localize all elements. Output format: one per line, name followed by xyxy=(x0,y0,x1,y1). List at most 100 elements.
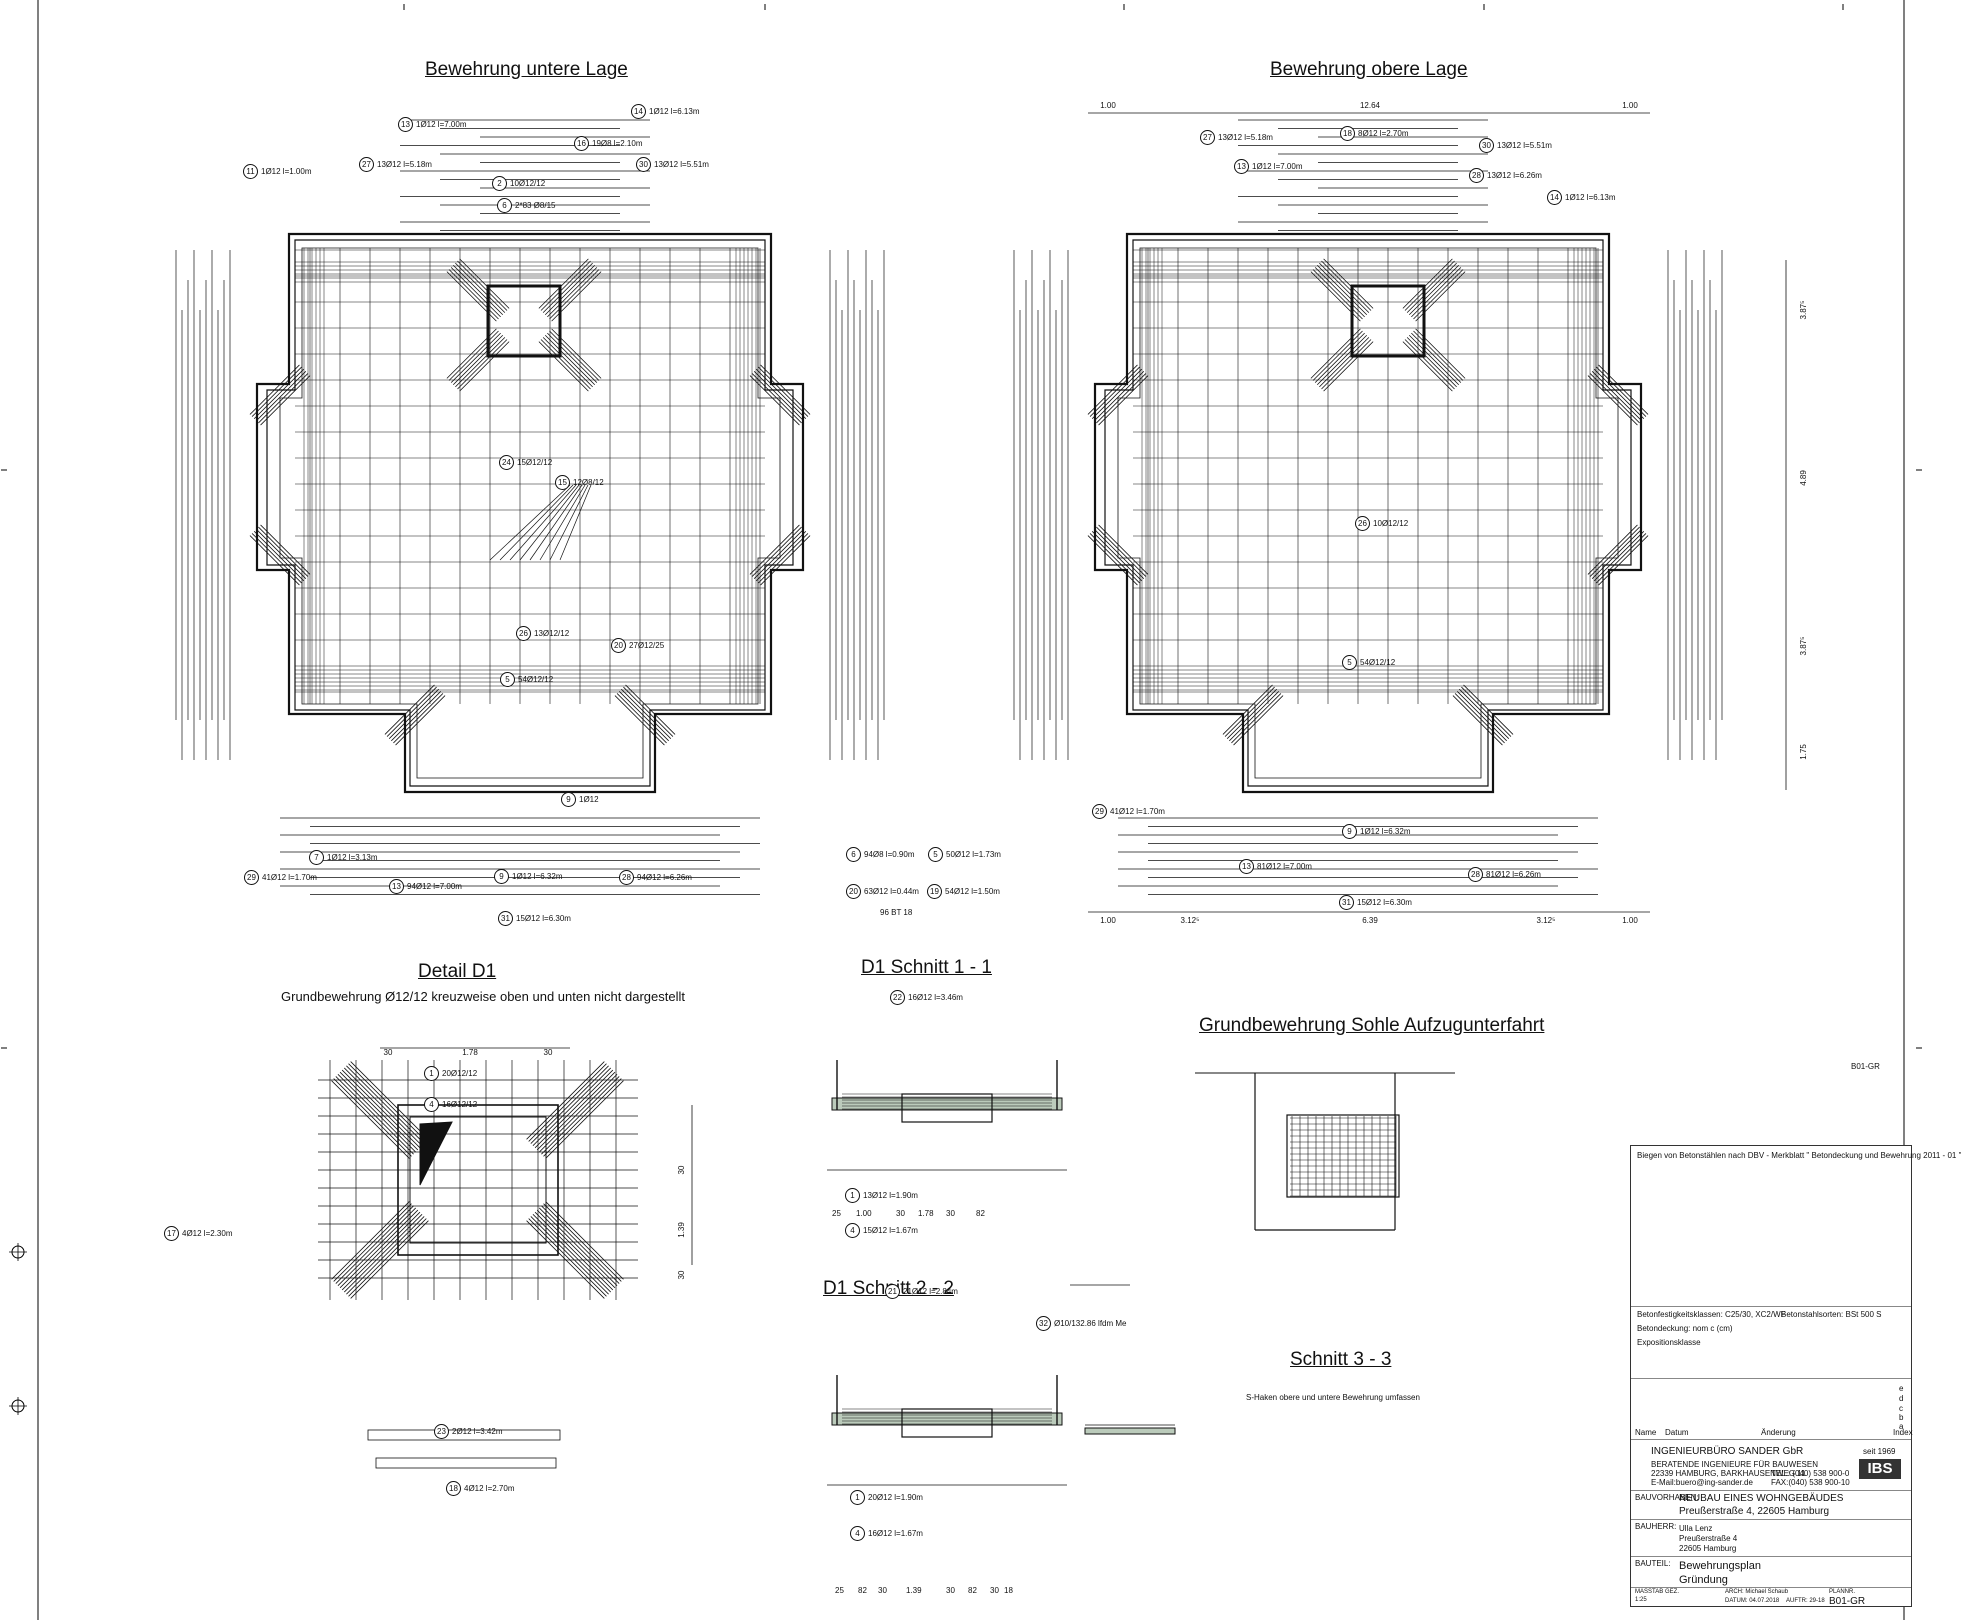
diagonal-bar xyxy=(1312,330,1363,381)
bar-text: 8Ø12 l=2.70m xyxy=(1358,129,1409,138)
diagonal-bar xyxy=(618,691,669,742)
diagonal-bar xyxy=(542,337,593,388)
diagonal-bar xyxy=(350,1061,429,1140)
dimension-text: 6.39 xyxy=(1362,916,1378,925)
diagonal-bar xyxy=(623,686,674,737)
diagonal-bar xyxy=(457,339,508,390)
sheet-code-small: B01-GR xyxy=(1851,1062,1880,1071)
diagonal-bar xyxy=(1233,695,1284,746)
diagonal-bar xyxy=(348,1218,427,1297)
bar-shape xyxy=(375,1457,557,1469)
position-number: 20 xyxy=(611,638,626,653)
diagonal-bar xyxy=(625,684,676,735)
lower-layer-plan xyxy=(175,119,885,895)
position-number: 4 xyxy=(424,1097,439,1112)
position-number: 9 xyxy=(494,869,509,884)
bar-text: 2*83 Ø8/15 xyxy=(515,201,556,210)
diagonal-bar xyxy=(448,330,499,381)
diagonal-bar xyxy=(1094,371,1145,422)
diagonal-bar xyxy=(1461,686,1512,737)
diagonal-bar xyxy=(391,691,442,742)
diagonal-bar xyxy=(1587,375,1638,426)
bar-text: 30 xyxy=(990,1586,999,1595)
section-2-dim-label: 82 xyxy=(968,1586,977,1595)
tb-arch: ARCH: Michael Schaub xyxy=(1725,1589,1789,1595)
diagonal-bar xyxy=(446,328,497,379)
section-1-dim-label: 30 xyxy=(946,1209,955,1218)
diagonal-bar xyxy=(1323,341,1374,392)
bar-text: 20Ø12 l=1.90m xyxy=(868,1493,923,1502)
diagonal-bar xyxy=(253,368,304,419)
diagonal-bar xyxy=(547,332,598,383)
section-2-dim-label: 82 xyxy=(858,1586,867,1595)
position-number: 14 xyxy=(631,104,646,119)
tb-steel: Betonstahlsorten: BSt 500 S xyxy=(1781,1310,1882,1319)
diagonal-bar xyxy=(543,1203,622,1282)
diagonal-bar xyxy=(452,264,504,316)
bar-text: 54Ø12/12 xyxy=(1360,658,1396,667)
diagonal-bar xyxy=(1598,364,1649,415)
bar-text: 94Ø12 l=7.00m xyxy=(407,882,462,891)
diagonal-bar xyxy=(1408,264,1460,316)
diagonal-bar xyxy=(545,1201,624,1280)
section-1-dim-label: 25 xyxy=(832,1209,841,1218)
position-number: 27 xyxy=(359,157,374,172)
bar-text: 25 xyxy=(835,1586,844,1595)
diagonal-bar xyxy=(249,364,300,415)
diagonal-bar xyxy=(544,264,596,316)
bar-text: 18 xyxy=(1004,1586,1013,1595)
diagonal-bar xyxy=(1229,691,1280,742)
diagonal-bar xyxy=(760,535,811,586)
position-number: 30 xyxy=(1479,138,1494,153)
section-2-dim-label: 18 xyxy=(1004,1586,1013,1595)
diagonal-bar xyxy=(1316,264,1368,316)
dimension-text: 3.87⁵ xyxy=(1799,637,1808,656)
diagonal-bar xyxy=(337,1207,416,1286)
diagonal-bar xyxy=(1598,535,1649,586)
diagonal-bar xyxy=(526,1061,605,1140)
bar-text: 1.78 xyxy=(918,1209,934,1218)
diagonal-bar xyxy=(333,1078,412,1157)
bar-text: 12Ø8/12 xyxy=(573,478,604,487)
diagonal-bar xyxy=(538,341,589,392)
bar-text: 41Ø12 l=1.70m xyxy=(1110,807,1165,816)
diagonal-bar xyxy=(1321,260,1372,311)
slab-outer-edge xyxy=(255,232,805,794)
tb-plan-label: PLANNR. xyxy=(1829,1589,1856,1595)
section-2-dim-label: 30 xyxy=(946,1586,955,1595)
section-concrete xyxy=(1084,1427,1176,1435)
bar-text: 15Ø12 l=1.67m xyxy=(863,1226,918,1235)
bar-text: 1.00 xyxy=(856,1209,872,1218)
position-number: 13 xyxy=(389,879,404,894)
elevator-opening xyxy=(486,284,562,358)
bar-text: 1Ø12 l=7.00m xyxy=(1252,162,1303,171)
diagonal-bar xyxy=(251,366,302,417)
diagonal-bar xyxy=(1094,528,1145,579)
diagonal-bar xyxy=(551,271,602,322)
elevator-opening xyxy=(1350,284,1426,358)
fan-bar xyxy=(519,484,580,561)
diagonal-bar xyxy=(539,1074,618,1153)
bar-text: 30 xyxy=(946,1586,955,1595)
position-number: 22 xyxy=(890,990,905,1005)
diagonal-bar xyxy=(258,373,309,424)
diagonal-bar xyxy=(344,1067,423,1146)
dimension-text: 30 xyxy=(544,1048,553,1057)
diagonal-bar xyxy=(1463,684,1514,735)
position-number: 1 xyxy=(850,1490,865,1505)
tb-office-l2: 22339 HAMBURG, BARKHAUSENWEG 11 xyxy=(1651,1469,1806,1478)
bar-text: 21Ø12 l=2.84m xyxy=(903,1287,958,1296)
diagonal-bar xyxy=(756,368,807,419)
diagonal-bar xyxy=(753,528,804,579)
diagonal-bar xyxy=(1319,337,1370,388)
diagonal-bar xyxy=(549,330,600,381)
diagonal-bar xyxy=(551,328,602,379)
